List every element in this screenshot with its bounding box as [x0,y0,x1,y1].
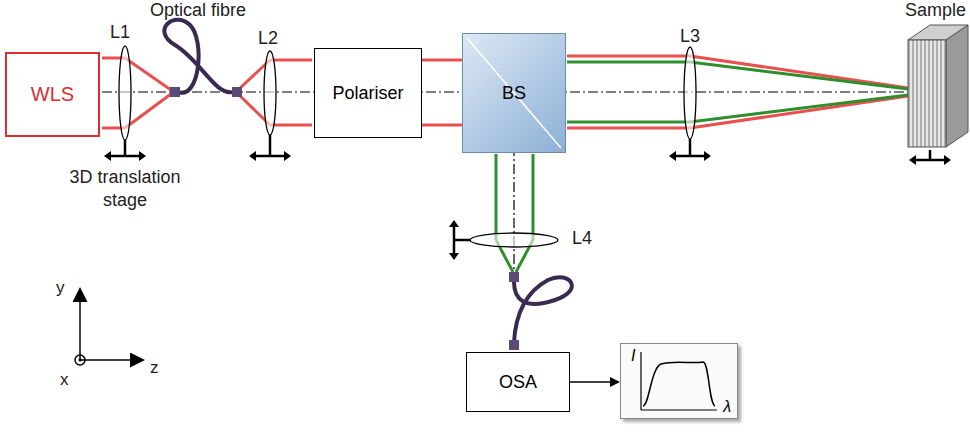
fibre-connector [170,87,180,97]
optical-fibre [164,20,232,93]
node-text: BS [502,83,526,104]
lens-label: L4 [572,228,592,249]
node-text: OSA [499,372,537,393]
node-text: WLS [31,83,74,106]
axis-dot [79,359,82,362]
beam-connector [422,60,462,125]
polariser-box: Polariser [314,48,422,138]
axis-label: z [150,358,159,378]
node-text: I [631,347,635,365]
lens-label: L1 [110,22,130,43]
spectrum-curve [621,344,737,418]
optical-fibre [514,277,572,342]
translation-stage [108,135,947,256]
node-text: λ [723,398,731,416]
lens-label: L3 [680,26,700,47]
fibre-connector [509,272,519,282]
part-label: Optical fibre [150,0,246,21]
part-label: 3D translation stage [60,166,190,211]
node-text: Polariser [332,83,403,104]
fibre-connector [509,340,519,350]
axis-label: y [56,278,65,298]
part-label: Sample [905,0,966,21]
fibre-connector [232,87,242,97]
coordinate-axes [75,290,142,365]
beam-splitter-box: BS [462,33,566,153]
light-source-box: WLS [5,52,100,137]
analyser-box: OSA [466,352,570,412]
lens [119,46,696,247]
stage-arrowhead [104,151,951,260]
spectrum-plot: Iλ [620,343,738,419]
axis-label: x [60,370,69,390]
output-arrow [570,377,620,387]
sample [908,25,968,147]
lens-label: L2 [258,28,278,49]
